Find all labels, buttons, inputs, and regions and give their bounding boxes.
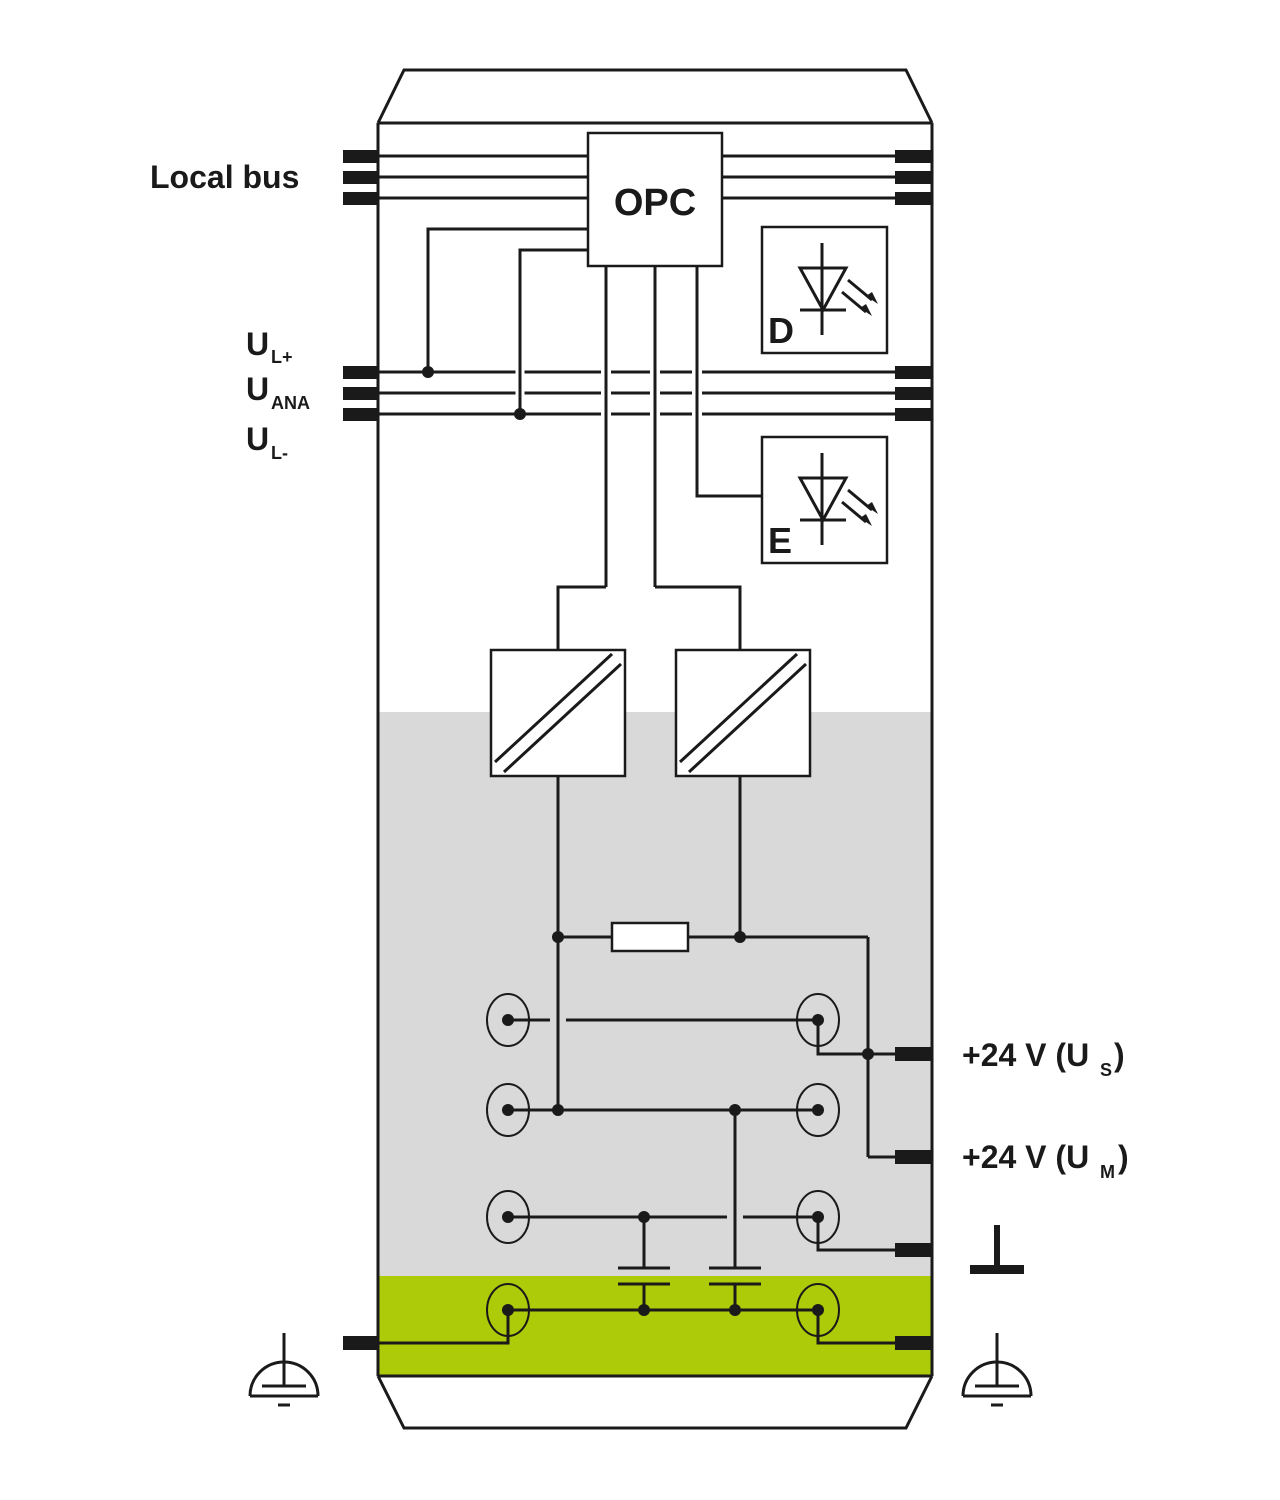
ul-minus-label: U L- (246, 421, 288, 463)
junction-dots (502, 931, 874, 1316)
isolator-1 (489, 648, 627, 778)
junction-dot (514, 408, 526, 420)
opc-signal-lines (556, 266, 762, 650)
um-label: +24 V (U M ) (962, 1139, 1129, 1182)
junction-dot (422, 366, 434, 378)
ground-symbol (970, 1225, 1024, 1274)
svg-text:ANA: ANA (271, 393, 310, 413)
opc-block: OPC (586, 131, 724, 268)
terminal-points (486, 993, 840, 1337)
svg-text:+24 V (U: +24 V (U (962, 1139, 1089, 1175)
svg-text:U: U (246, 326, 269, 362)
capacitor-icon (709, 1266, 761, 1286)
led-e-block: E (760, 435, 889, 565)
local-bus-terminals (343, 150, 931, 205)
svg-text:): ) (1118, 1139, 1129, 1175)
local-bus-lines (360, 154, 915, 200)
uana-label: U ANA (246, 371, 310, 413)
module-housing (376, 68, 934, 1430)
led-d-label: D (768, 310, 794, 351)
protective-earth-icon (961, 1333, 1033, 1407)
supply-terminals-right (343, 1047, 931, 1350)
ul-plus-label: U L+ (246, 326, 293, 367)
us-label: +24 V (U S ) (962, 1037, 1125, 1080)
led-e-label: E (768, 520, 792, 561)
svg-text:U: U (246, 421, 269, 457)
capacitor-icon (618, 1266, 670, 1286)
gray-zone (378, 712, 932, 1277)
protective-earth-icon (248, 1333, 320, 1407)
led-d-block: D (760, 225, 889, 355)
supply-terminals (343, 366, 931, 421)
ul-plus-feed (426, 227, 588, 372)
svg-text:S: S (1100, 1060, 1112, 1080)
ul-minus-feed (518, 248, 588, 414)
svg-text:): ) (1114, 1037, 1125, 1073)
svg-text:U: U (246, 371, 269, 407)
svg-text:L+: L+ (271, 347, 293, 367)
led-icon (797, 243, 878, 335)
svg-text:+24 V (U: +24 V (U (962, 1037, 1089, 1073)
svg-text:L-: L- (271, 443, 288, 463)
local-bus-label: Local bus (150, 159, 299, 195)
fuse-icon (610, 921, 690, 953)
lower-wiring (360, 776, 915, 1345)
isolator-2 (674, 648, 812, 778)
led-icon (797, 453, 878, 545)
opc-label: OPC (614, 182, 696, 224)
green-zone (378, 1276, 932, 1376)
supply-lines (360, 370, 915, 416)
svg-text:M: M (1100, 1162, 1115, 1182)
